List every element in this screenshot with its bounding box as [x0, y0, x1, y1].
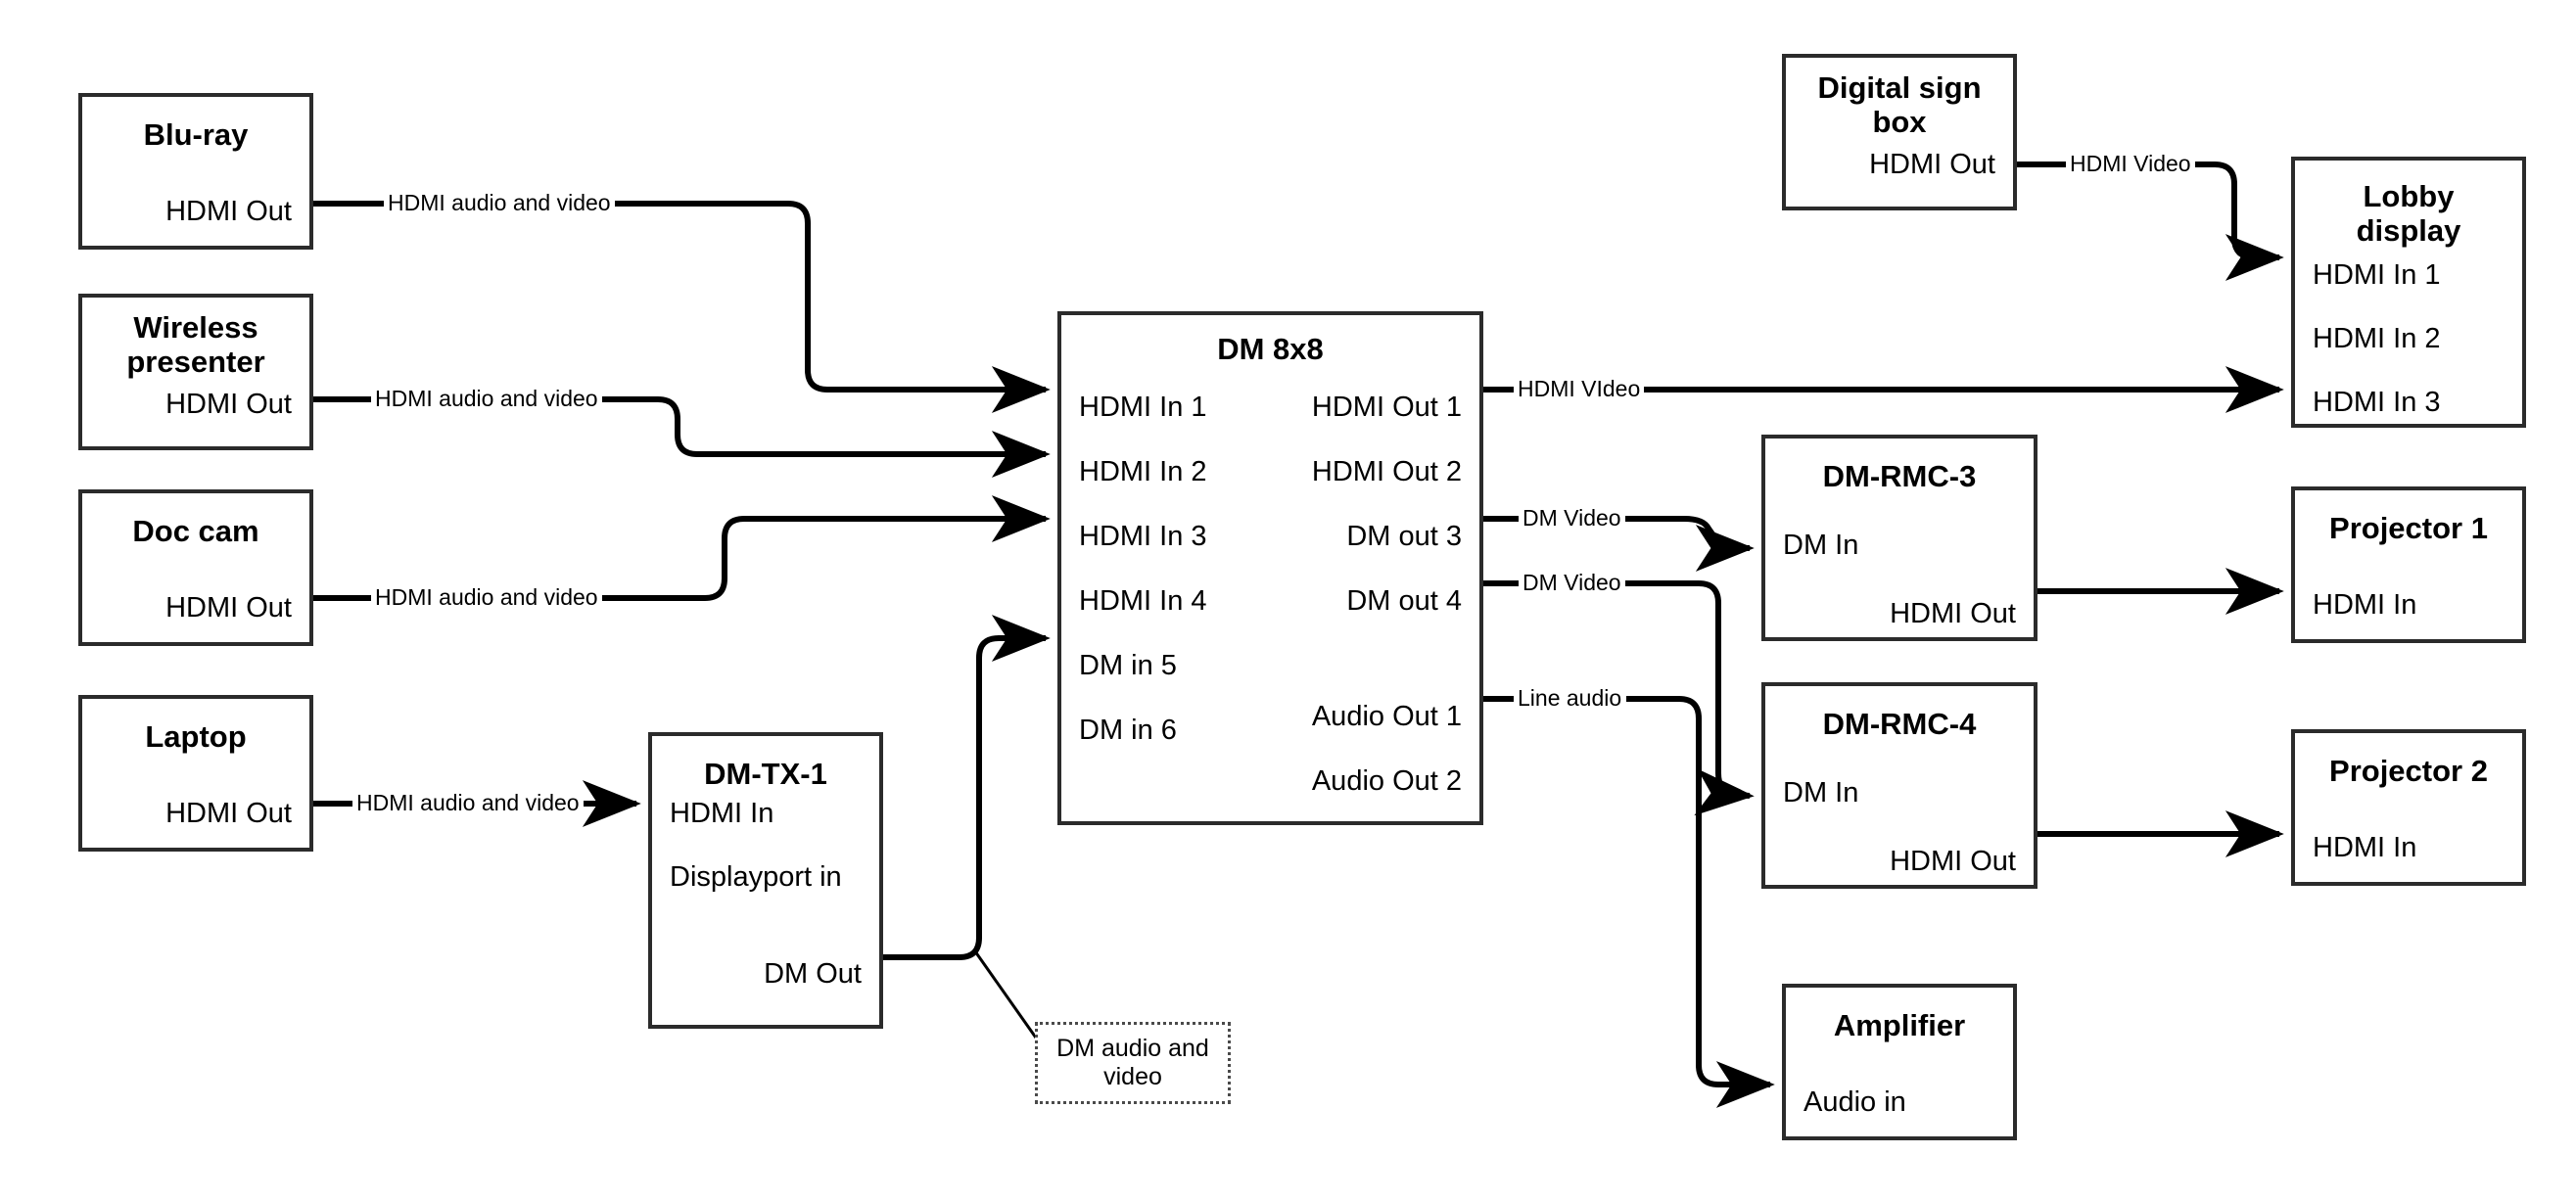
port-hdmi-in[interactable]: HDMI In [2313, 832, 2417, 863]
node-title: Blu-ray [143, 117, 249, 152]
port-hdmi-in-2[interactable]: HDMI In 2 [2313, 323, 2441, 354]
edge-label-dm8x8-dmout4-to-rmc4: DM Video [1519, 572, 1625, 594]
port-hdmi-out[interactable]: HDMI Out [1890, 598, 2016, 629]
wire-digitalsign-to-lobby [2017, 162, 2279, 257]
node-amplifier[interactable]: Amplifier Audio in [1782, 984, 2017, 1140]
port-hdmi-in[interactable]: HDMI In [670, 798, 774, 829]
node-title: DM 8x8 [1217, 332, 1324, 366]
node-title: Amplifier [1833, 1008, 1966, 1042]
edge-label-dm8x8-dmout3-to-rmc3: DM Video [1519, 507, 1625, 530]
node-bluray[interactable]: Blu-ray HDMI Out [78, 93, 313, 250]
node-title: DM-TX-1 [704, 757, 827, 791]
edge-label-wireless-to-dm8x8: HDMI audio and video [371, 388, 602, 410]
edge-label-doccam-to-dm8x8: HDMI audio and video [371, 586, 602, 609]
port-hdmi-in-4[interactable]: HDMI In 4 [1079, 585, 1207, 617]
port-audio-out-1[interactable]: Audio Out 1 [1311, 701, 1462, 732]
node-projector-1[interactable]: Projector 1 HDMI In [2291, 486, 2526, 643]
node-dm-tx-1[interactable]: DM-TX-1 HDMI In Displayport in DM Out [648, 732, 883, 1029]
edge-label-digitalsign-to-lobby: HDMI Video [2066, 153, 2195, 175]
node-title: Projector 2 [2329, 754, 2488, 788]
port-dm-in-6[interactable]: DM in 6 [1079, 715, 1177, 746]
node-dm-rmc-4[interactable]: DM-RMC-4 DM In HDMI Out [1761, 682, 2037, 889]
note-dm-audio-and-video: DM audio and video [1035, 1022, 1231, 1104]
node-title: Lobby display [2356, 179, 2461, 248]
node-doc-cam[interactable]: Doc cam HDMI Out [78, 489, 313, 646]
port-hdmi-out[interactable]: HDMI Out [165, 798, 292, 829]
port-hdmi-out[interactable]: HDMI Out [1890, 846, 2016, 877]
port-hdmi-out[interactable]: HDMI Out [165, 196, 292, 227]
leader-line-dm-audio-video-note [973, 950, 1040, 1041]
port-audio-in[interactable]: Audio in [1803, 1086, 1906, 1118]
port-displayport-in[interactable]: Displayport in [670, 861, 842, 893]
node-title: Wireless presenter [126, 310, 265, 379]
node-dm-8x8[interactable]: DM 8x8 HDMI In 1 HDMI In 2 HDMI In 3 HDM… [1057, 311, 1483, 825]
port-hdmi-out[interactable]: HDMI Out [1869, 149, 1995, 180]
port-hdmi-in-3[interactable]: HDMI In 3 [1079, 521, 1207, 552]
node-title: Projector 1 [2329, 511, 2488, 545]
wire-dmtx1-to-dm8x8 [883, 615, 1051, 960]
port-hdmi-in[interactable]: HDMI In [2313, 589, 2417, 621]
node-laptop[interactable]: Laptop HDMI Out [78, 695, 313, 852]
port-hdmi-in-3[interactable]: HDMI In 3 [2313, 387, 2441, 418]
port-hdmi-in-1[interactable]: HDMI In 1 [2313, 259, 2441, 291]
port-hdmi-in-1[interactable]: HDMI In 1 [1079, 392, 1207, 423]
node-dm-rmc-3[interactable]: DM-RMC-3 DM In HDMI Out [1761, 435, 2037, 641]
port-hdmi-out[interactable]: HDMI Out [165, 592, 292, 624]
port-dm-in-5[interactable]: DM in 5 [1079, 650, 1177, 681]
wire-dm8x8-audioout1-to-amplifier [1483, 696, 1770, 1085]
port-dm-out-4[interactable]: DM out 4 [1346, 585, 1462, 617]
port-hdmi-out-2[interactable]: HDMI Out 2 [1311, 456, 1462, 487]
node-title: Doc cam [132, 514, 259, 548]
node-digital-sign-box[interactable]: Digital sign box HDMI Out [1782, 54, 2017, 210]
wire-bluray-to-dm8x8 [313, 201, 1046, 390]
node-projector-2[interactable]: Projector 2 HDMI In [2291, 729, 2526, 886]
port-dm-out[interactable]: DM Out [764, 958, 862, 990]
port-hdmi-in-2[interactable]: HDMI In 2 [1079, 456, 1207, 487]
port-hdmi-out-1[interactable]: HDMI Out 1 [1311, 392, 1462, 423]
edge-label-laptop-to-dmtx1: HDMI audio and video [352, 792, 584, 814]
node-title: Digital sign box [1817, 70, 1982, 139]
node-title: DM-RMC-3 [1822, 459, 1977, 493]
node-lobby-display[interactable]: Lobby display HDMI In 1 HDMI In 2 HDMI I… [2291, 157, 2526, 428]
port-dm-in[interactable]: DM In [1783, 530, 1859, 561]
edge-label-dm8x8-hdmiout1-to-lobby: HDMI VIdeo [1514, 378, 1645, 400]
edge-label-dm8x8-audioout1-to-amplifier: Line audio [1514, 687, 1626, 710]
port-dm-in[interactable]: DM In [1783, 777, 1859, 808]
port-hdmi-out[interactable]: HDMI Out [165, 389, 292, 420]
port-audio-out-2[interactable]: Audio Out 2 [1311, 765, 1462, 797]
node-title: Laptop [145, 719, 247, 754]
edge-label-bluray-to-dm8x8: HDMI audio and video [384, 192, 615, 214]
node-wireless-presenter[interactable]: Wireless presenter HDMI Out [78, 294, 313, 450]
port-dm-out-3[interactable]: DM out 3 [1346, 521, 1462, 552]
node-title: DM-RMC-4 [1822, 707, 1977, 741]
